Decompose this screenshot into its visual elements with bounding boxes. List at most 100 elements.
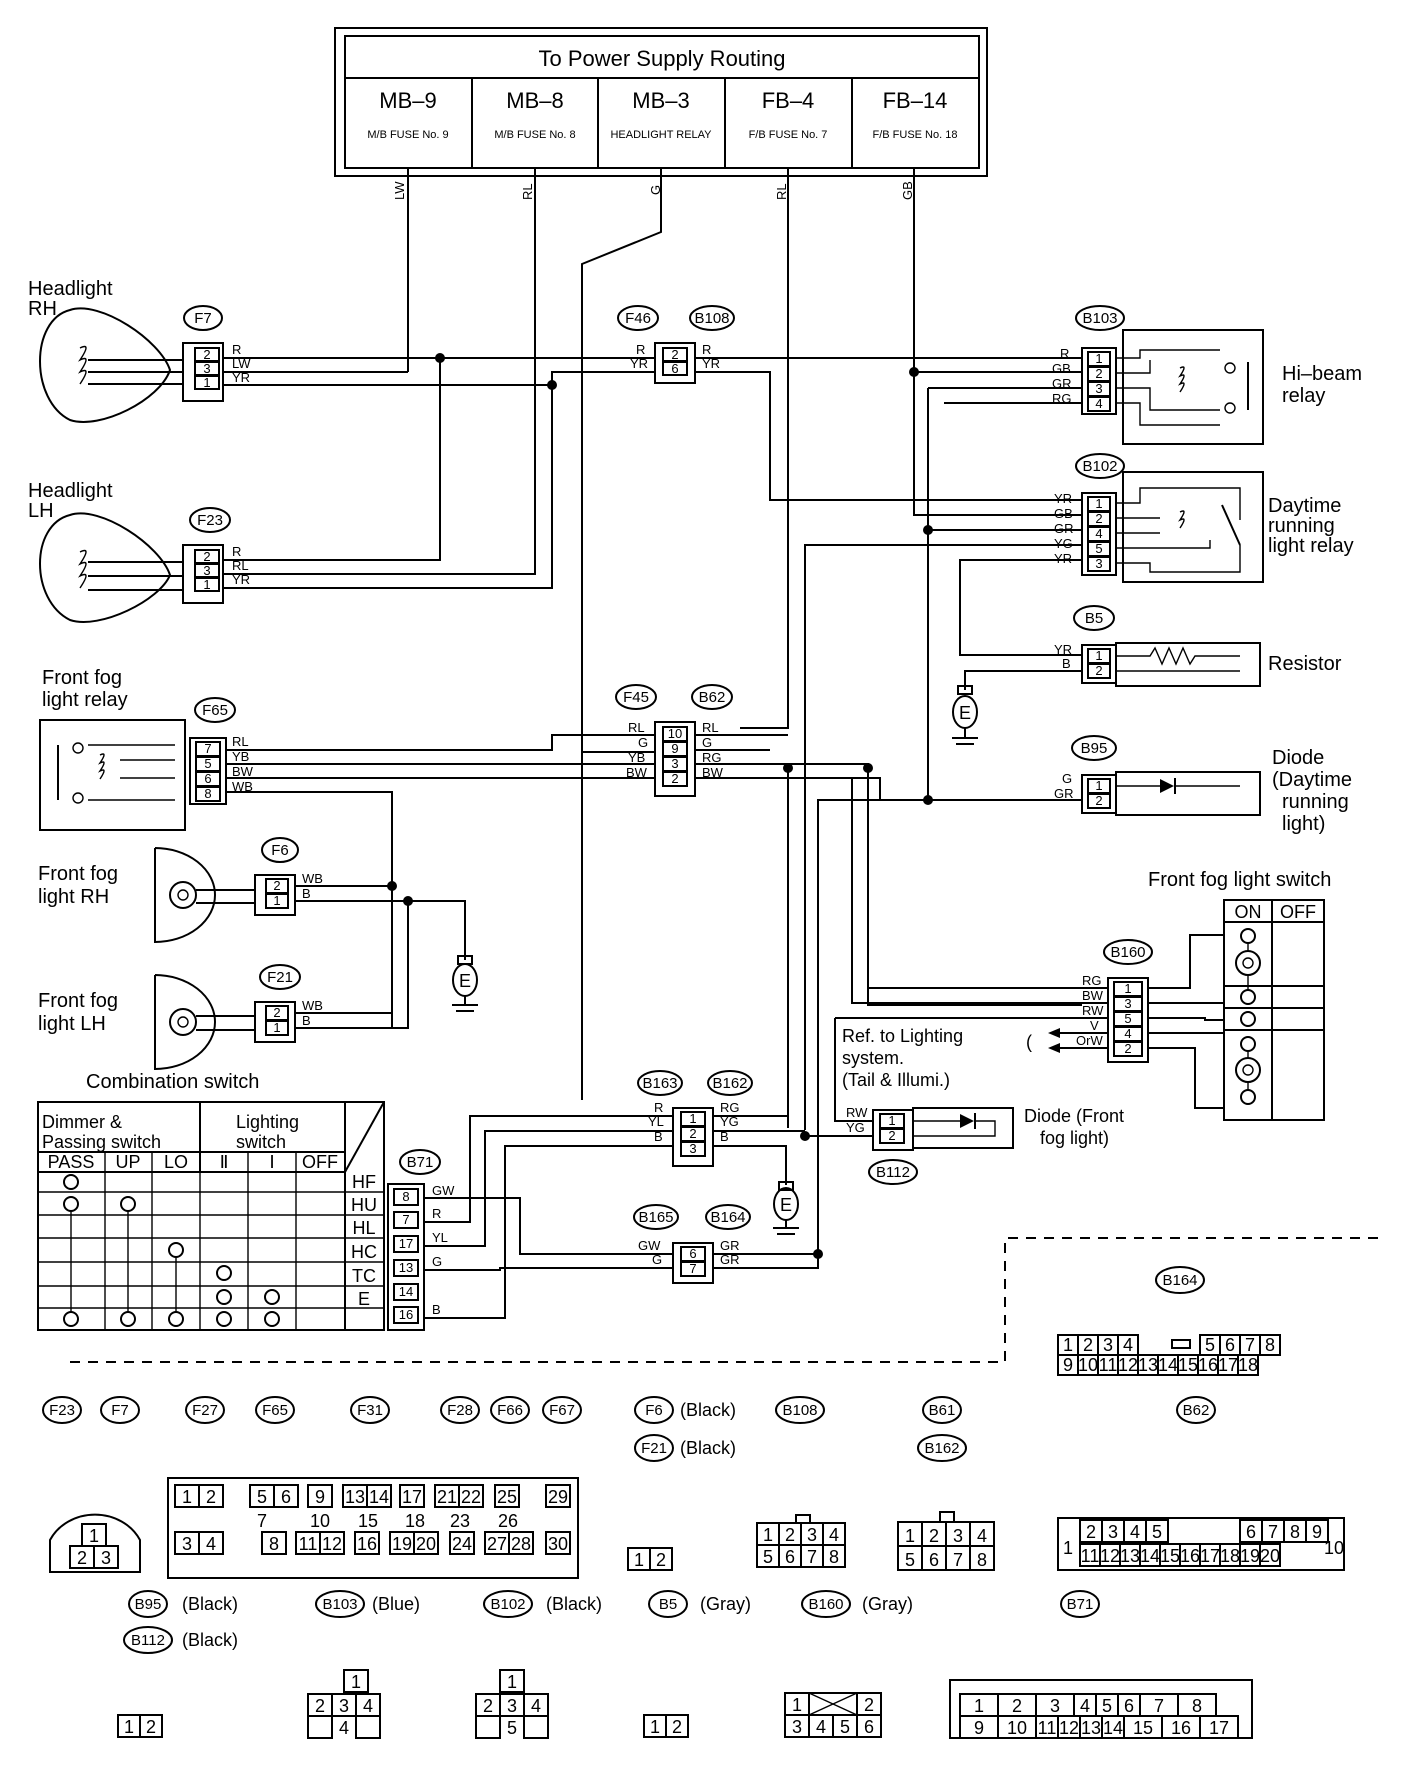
eight-pin-a-cell xyxy=(822,1544,846,1568)
b71-view-pin: 12 xyxy=(1100,1546,1120,1566)
big-view-pin: 3 xyxy=(182,1534,192,1554)
connector-tag-label: B112 xyxy=(131,1632,165,1649)
svg-text:1: 1 xyxy=(888,1113,895,1128)
b71-view-pin: 20 xyxy=(1260,1546,1280,1566)
b71-view-pin: 1 xyxy=(1063,1538,1073,1558)
svg-text:1: 1 xyxy=(203,375,210,390)
connector-tag-label: F7 xyxy=(111,1402,129,1419)
svg-text:F7: F7 xyxy=(194,310,212,327)
svg-text:8: 8 xyxy=(204,786,211,801)
svg-text:1: 1 xyxy=(1095,778,1102,793)
svg-text:B163: B163 xyxy=(642,1075,677,1092)
source-desc: F/B FUSE No. 7 xyxy=(749,129,828,141)
svg-text:running: running xyxy=(1282,791,1349,813)
b164-view-pin: 11 xyxy=(1099,1355,1118,1375)
seventeen-view-pin: 7 xyxy=(1154,1696,1164,1716)
eight-pin-b-pin: 1 xyxy=(905,1526,915,1546)
six-pin-view-pin: 1 xyxy=(792,1695,802,1715)
svg-text:HU: HU xyxy=(351,1195,377,1215)
svg-text:PASS: PASS xyxy=(48,1152,95,1172)
svg-text:Front fog: Front fog xyxy=(38,990,118,1012)
svg-text:TC: TC xyxy=(352,1266,376,1286)
connector-B103: B103 1 2 3 4 R GB GR RG xyxy=(1052,305,1125,415)
four-pin-a-pin: 4 xyxy=(363,1696,373,1716)
svg-text:B: B xyxy=(654,1129,663,1144)
svg-text:6: 6 xyxy=(689,1246,696,1261)
svg-text:3: 3 xyxy=(203,563,210,578)
connector-tag xyxy=(350,1396,390,1424)
big-view-pin: 11 xyxy=(299,1534,318,1554)
svg-text:YG: YG xyxy=(1054,536,1073,551)
six-pin-view-pin: 6 xyxy=(864,1717,874,1737)
source-code: FB–14 xyxy=(883,88,948,113)
svg-text:Ⅰ: Ⅰ xyxy=(269,1152,274,1172)
connector-F21: F21 2 1 WB B xyxy=(254,964,323,1043)
connector-tag-label: B5 xyxy=(659,1596,677,1613)
b71-view-pin: 15 xyxy=(1160,1546,1180,1566)
svg-text:light relay: light relay xyxy=(42,689,128,711)
svg-text:2: 2 xyxy=(1095,511,1102,526)
six-pin-view-pin: 3 xyxy=(792,1717,802,1737)
svg-text:YL: YL xyxy=(432,1230,448,1245)
svg-text:BW: BW xyxy=(702,765,724,780)
wire-label: RL xyxy=(774,183,789,200)
svg-text:Dimmer &: Dimmer & xyxy=(42,1112,122,1132)
hibeam-relay: Hi–beam relay xyxy=(1116,329,1362,445)
b164-view-pin: 9 xyxy=(1063,1355,1073,1375)
big-view-pin: 5 xyxy=(257,1487,267,1507)
b71-view-pin: 14 xyxy=(1140,1546,1160,1566)
svg-text:YR: YR xyxy=(1054,491,1072,506)
source-desc: M/B FUSE No. 9 xyxy=(367,129,448,141)
b164-view-pin: 17 xyxy=(1218,1355,1238,1375)
svg-text:BW: BW xyxy=(626,765,648,780)
svg-text:B: B xyxy=(1062,656,1071,671)
b164-view-pin: 5 xyxy=(1205,1335,1215,1355)
wire-label: GB xyxy=(900,181,915,200)
svg-text:2: 2 xyxy=(203,347,210,362)
seventeen-view-pin: 2 xyxy=(1012,1696,1022,1716)
seventeen-view-pin: 15 xyxy=(1133,1718,1153,1738)
svg-text:Daytime: Daytime xyxy=(1268,495,1341,517)
b164-view-cell xyxy=(1259,1334,1281,1356)
svg-text:G: G xyxy=(1062,771,1072,786)
svg-text:13: 13 xyxy=(399,1260,413,1275)
svg-text:BW: BW xyxy=(232,764,254,779)
svg-text:1: 1 xyxy=(1095,351,1102,366)
svg-text:V: V xyxy=(1090,1018,1099,1033)
big-view-pin: 4 xyxy=(206,1534,216,1554)
view-note: (Black) xyxy=(182,1594,238,1614)
svg-text:F46: F46 xyxy=(625,310,651,327)
big-view-cell xyxy=(413,1531,439,1555)
two-pin-view-cell xyxy=(649,1547,673,1571)
svg-text:YL: YL xyxy=(648,1114,664,1129)
svg-text:B164: B164 xyxy=(710,1209,745,1226)
fog-light-rh: Front fog light RH xyxy=(38,847,216,944)
supply-wires: LW RL G RL GB xyxy=(392,168,915,752)
big-view-pin: 10 xyxy=(310,1511,330,1531)
svg-text:5: 5 xyxy=(204,756,211,771)
big-view-pin: 21 xyxy=(437,1487,457,1507)
svg-text:Ref. to Lighting: Ref. to Lighting xyxy=(842,1026,963,1046)
svg-text:YG: YG xyxy=(720,1114,739,1129)
svg-text:F21: F21 xyxy=(267,969,293,986)
b164-view-pin: 8 xyxy=(1265,1335,1275,1355)
svg-text:B165: B165 xyxy=(638,1209,673,1226)
svg-text:E: E xyxy=(780,1195,792,1215)
svg-text:2: 2 xyxy=(1095,793,1102,808)
connector-tag-label: B103 xyxy=(322,1596,357,1613)
svg-text:1: 1 xyxy=(273,1020,280,1035)
b164-view-pin: 18 xyxy=(1238,1355,1258,1375)
b164-view-pin: 16 xyxy=(1198,1355,1218,1375)
svg-text:Hi–beam: Hi–beam xyxy=(1282,363,1362,385)
svg-text:GR: GR xyxy=(720,1238,740,1253)
seventeen-view-pin: 11 xyxy=(1038,1718,1057,1738)
svg-text:Headlight: Headlight xyxy=(28,278,113,300)
svg-text:B: B xyxy=(302,1013,311,1028)
big-view-pin: 30 xyxy=(548,1534,568,1554)
seventeen-view-pin: 4 xyxy=(1080,1696,1090,1716)
three-pin-view-pin: 2 xyxy=(77,1548,87,1568)
b71-view-pin: 6 xyxy=(1246,1522,1256,1542)
svg-text:3: 3 xyxy=(1124,996,1131,1011)
svg-text:YR: YR xyxy=(232,370,250,385)
svg-text:GR: GR xyxy=(720,1252,740,1267)
